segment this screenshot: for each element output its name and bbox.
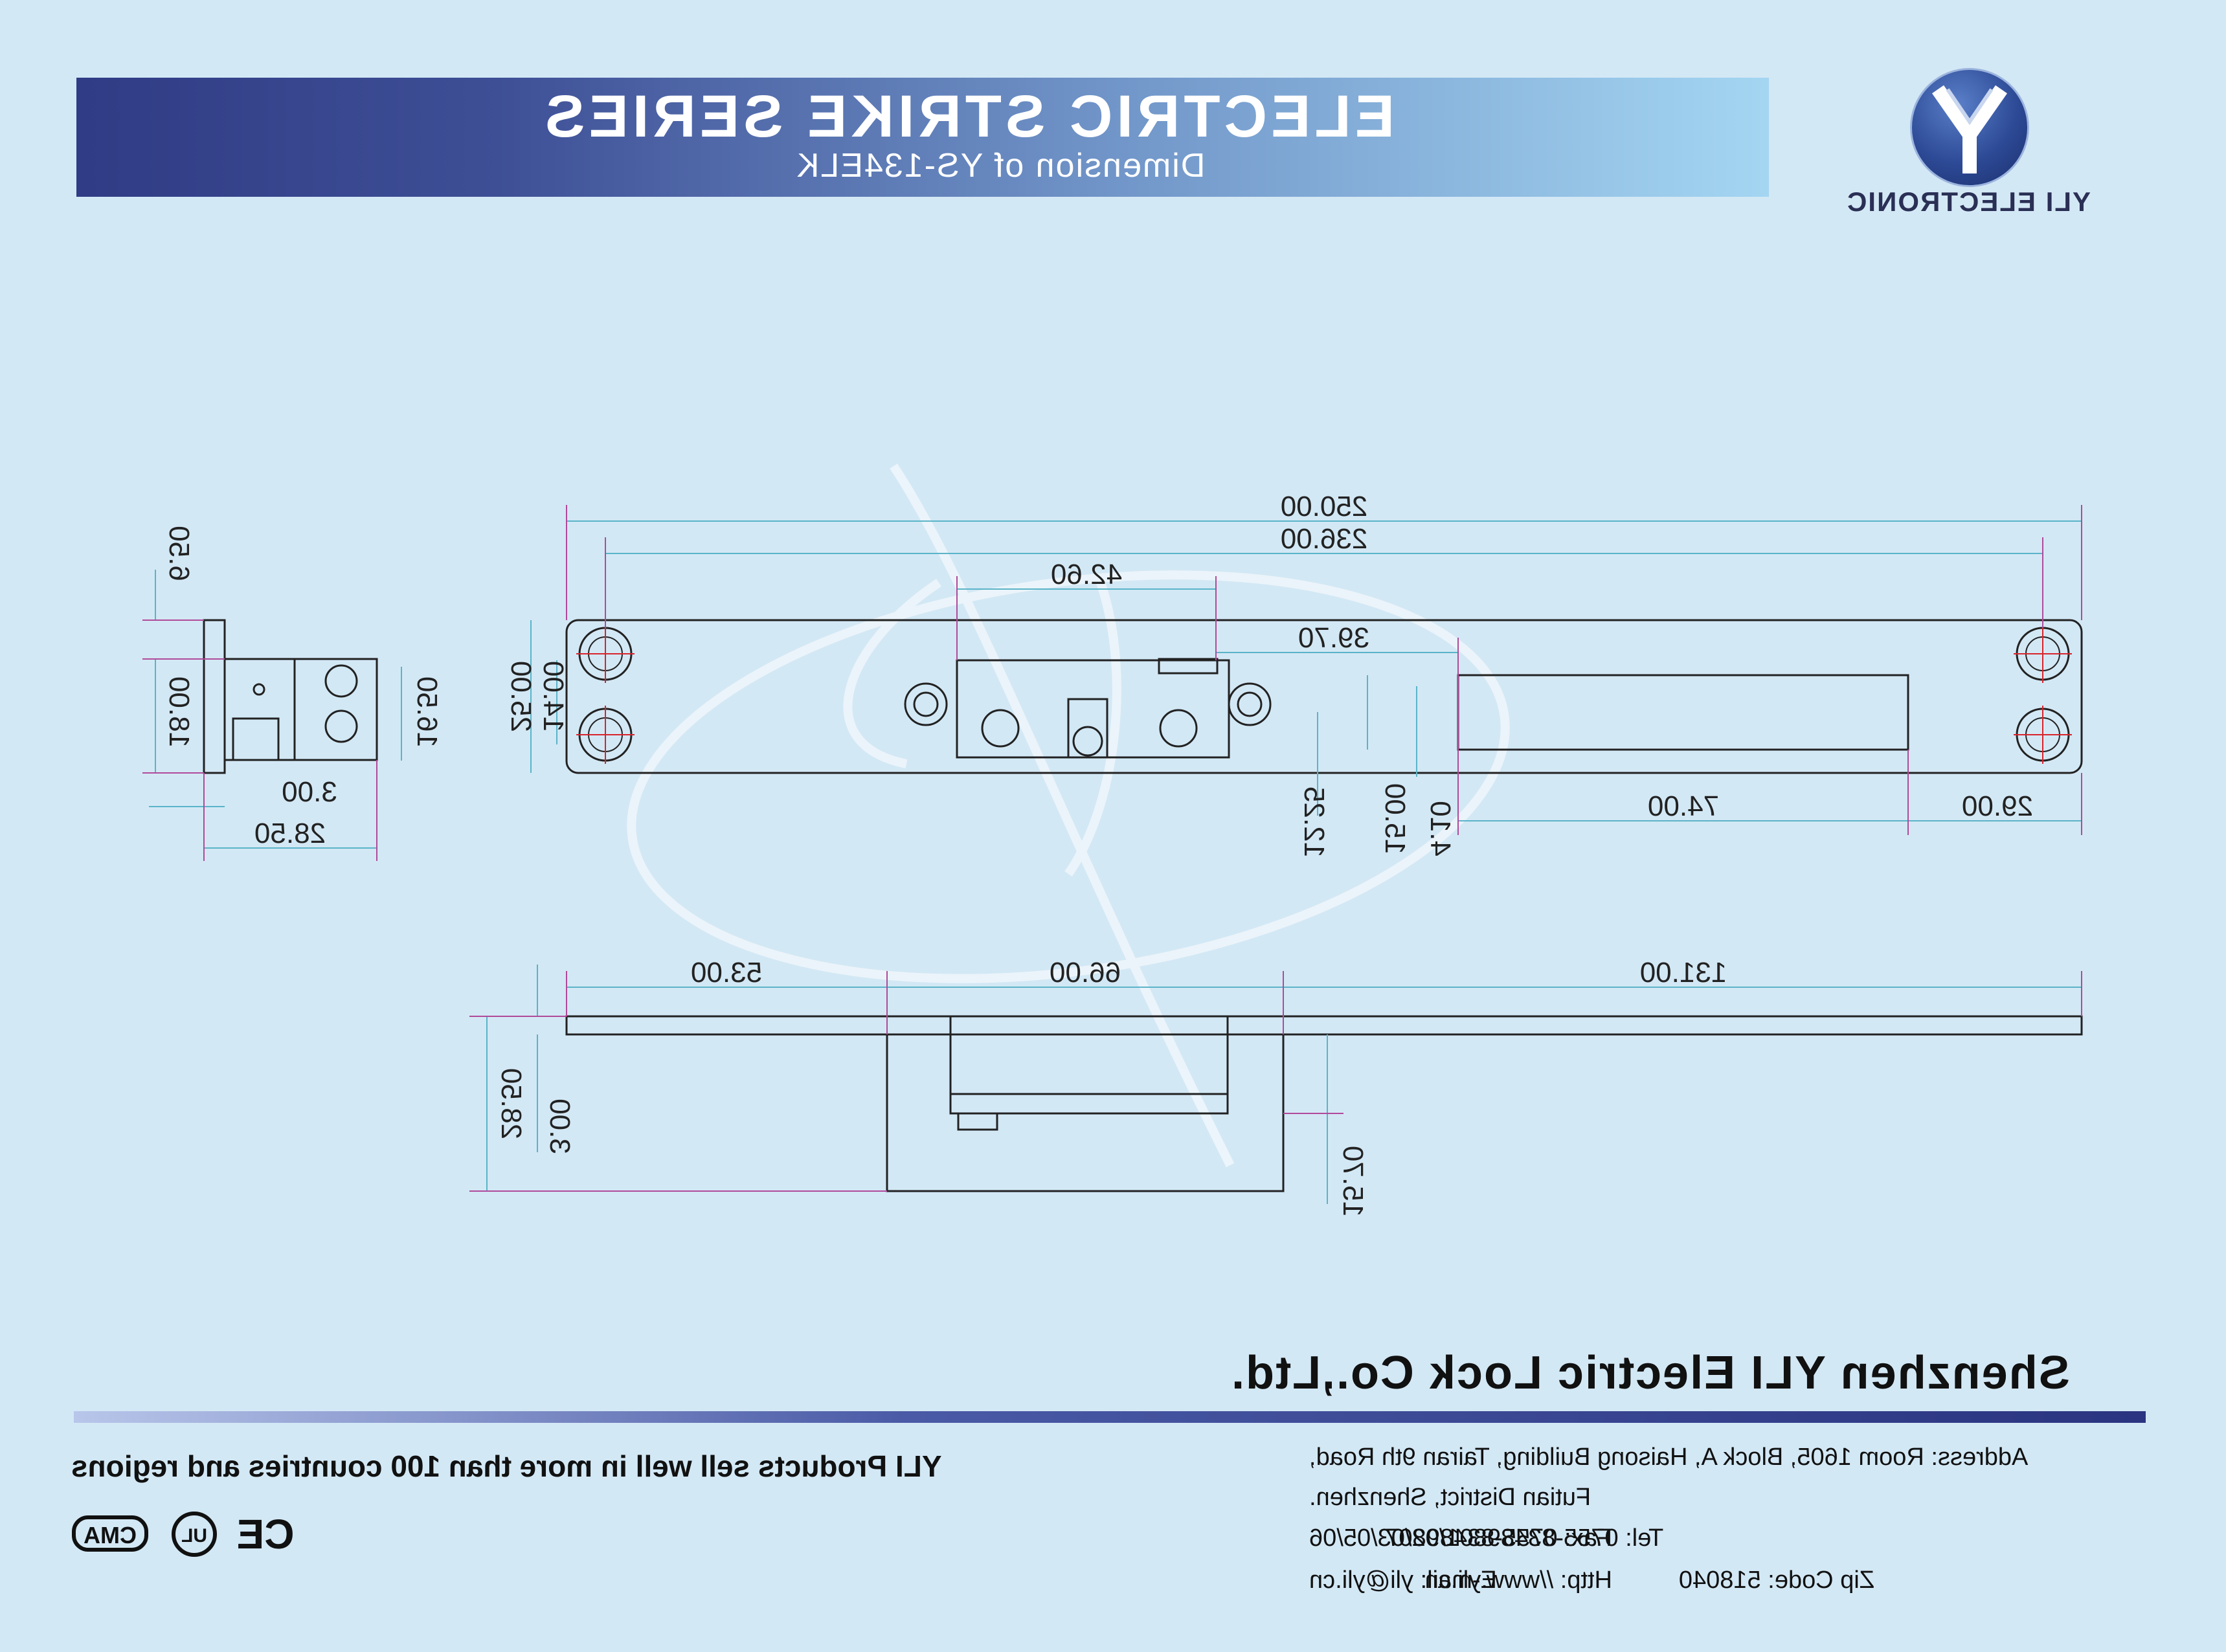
dim-flange-top: 6.50 [163,526,195,581]
svg-text:UL: UL [181,1525,207,1546]
dim-right-segment: 131.00 [1640,957,1727,988]
dim-body-offset: 42.60 [1051,559,1122,590]
header-banner [76,78,1769,197]
side-leader-lines [142,620,377,861]
mounting-hole [2014,625,2072,683]
mounting-hole [576,706,635,764]
logo-y-icon [1931,85,2008,173]
logo [1910,68,2029,187]
mounting-hole [576,625,635,683]
dim-slot-offset: 39.70 [1298,622,1369,654]
slogan: YLI Products sell well in more than 100 … [71,1449,942,1483]
side-profile [203,619,378,774]
front-leader-lines [469,971,2082,1192]
zip-code: Zip Code: 518040 [1678,1567,1874,1594]
fax: Fax: 0755-83489807 [1385,1524,1612,1552]
dim-plate-thickness: 3.00 [544,1099,576,1154]
dim-lower-depth: 15.70 [1337,1146,1369,1217]
front-profile [565,1015,2083,1192]
dimension-lines [530,520,2082,821]
dim-slot-end: 29.00 [1962,790,2033,822]
leader-lines [566,505,2082,835]
watermark [627,463,1510,1168]
dim-slot-height: 15.00 [1379,783,1411,854]
company-name: Shenzhen YLI Electric Lock Co.,Ltd. [1230,1347,2070,1399]
dim-slot-margin: 4.10 [1424,801,1456,856]
side-dimension-lines [149,570,402,849]
strike-plate-outline [565,619,2083,774]
dim-left-segment: 53.00 [691,957,762,988]
dim-flange-thickness: 3.00 [282,776,337,808]
dim-middle-segment: 66.00 [1050,957,1121,988]
dim-terminal-height: 16.50 [411,676,443,748]
cma-mark-icon: CMA [72,1515,148,1552]
front-view: 53.00 66.00 131.00 28.50 3.00 15.70 [469,957,2083,1217]
dim-hole-spacing: 236.00 [1281,523,1368,555]
dim-plate-width: 25.00 [505,661,537,732]
top-view: 250.00 236.00 42.60 39.70 74.00 29.00 25… [505,491,2083,858]
footer-divider [74,1411,2146,1423]
website: Http: //www.yli.cn [1424,1567,1612,1594]
ce-mark-icon: CE [237,1511,295,1557]
dim-body-height: 18.00 [163,676,195,748]
dim-slot-width: 14.00 [537,661,569,732]
address-line-1: Address: Room 1605, Block A, Haisong Bui… [1309,1444,2029,1471]
dim-body-depth: 28.50 [495,1068,527,1139]
dim-slot-length: 74.00 [1648,790,1719,822]
ul-mark-icon: UL [172,1512,217,1557]
dim-total-depth: 28.50 [254,818,326,849]
latch-slot [1457,674,1909,751]
svg-text:CE: CE [237,1511,295,1557]
dim-overall-length: 250.00 [1281,491,1368,522]
mounting-hole [2014,706,2072,764]
front-dimension-lines [486,965,2082,1204]
side-view: 6.50 18.00 16.50 3.00 28.50 [142,526,443,861]
svg-text:CMA: CMA [84,1522,137,1548]
certification-marks: CMA UL CE [72,1511,295,1557]
address-line-2: Futian District, Shenzhen. [1309,1484,1591,1511]
dim-lower-offset: 12.25 [1298,787,1330,858]
strike-body [904,658,1272,759]
